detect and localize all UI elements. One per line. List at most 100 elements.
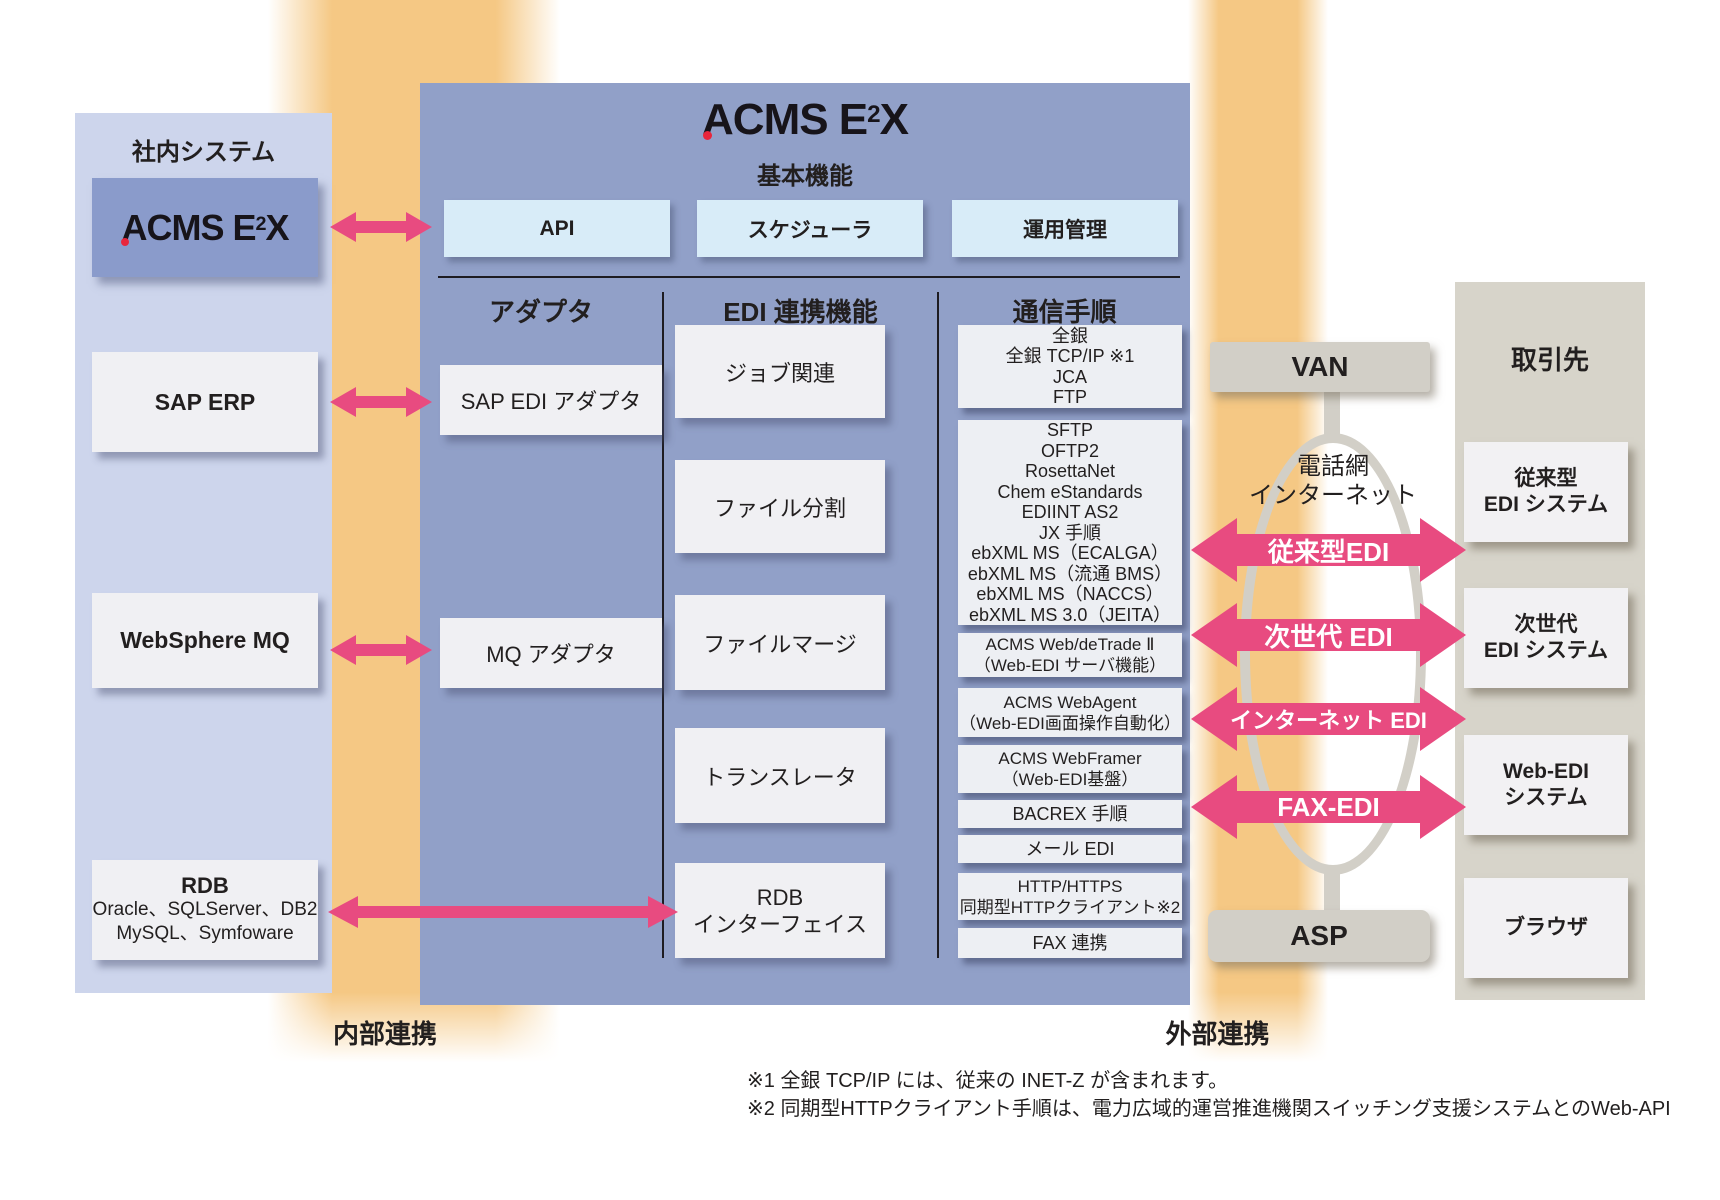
scheduler-label: スケジューラ (747, 218, 873, 242)
mq-link-arrow (330, 635, 432, 665)
external-link-band-fade (1188, 992, 1328, 1062)
rdb-link-arrow (328, 896, 678, 928)
websphere-mq-box: WebSphere MQ (92, 593, 318, 688)
comm-webframer-box: ACMS WebFramer（Web-EDI基盤） (958, 745, 1182, 793)
acms-logo-sup: 2 (255, 212, 266, 235)
acms-client-logo: ACMS E2X (121, 206, 290, 249)
acms-e2x-header: ACMS E2X (420, 95, 1190, 145)
translator-label: トランスレータ (703, 764, 857, 790)
comm-mail-box: メール EDI (958, 835, 1182, 863)
van-box: VAN (1210, 342, 1430, 392)
acms-logo-text2: X (265, 206, 290, 248)
divider-adapter-edi (662, 292, 664, 958)
legacy-edi-arrow-shape (1191, 518, 1466, 582)
divider-horizontal (438, 276, 1180, 278)
fax-edi-arrow: FAX-EDI (1191, 775, 1466, 839)
api-box: API (444, 200, 670, 257)
internet-edi-arrow-label: インターネット EDI (1230, 708, 1427, 733)
acms-link-arrow-shape (330, 212, 432, 242)
footnote-2: ※2 同期型HTTPクライアント手順は、電力広域的運営推進機関スイッチング支援シ… (747, 1098, 1671, 1120)
file-merge-box: ファイルマージ (675, 595, 885, 690)
api-label: API (539, 216, 575, 240)
comm-detrade-box: ACMS Web/deTrade Ⅱ（Web-EDI サーバ機能） (958, 633, 1182, 677)
network-label: 電話網インターネット (1249, 453, 1417, 509)
job-box: ジョブ関連 (675, 325, 885, 418)
acms-e2x-logo-text: ACMS E (702, 95, 868, 144)
footnote-1: ※1 全銀 TCP/IP には、従来の INET-Z が含まれます。 (747, 1070, 1229, 1092)
comm-bacrex-box: BACREX 手順 (958, 800, 1182, 828)
operations-label: 運用管理 (1023, 218, 1107, 242)
comm-webagent-lines: ACMS WebAgent（Web-EDI画面操作自動化） (959, 692, 1181, 733)
file-split-box: ファイル分割 (675, 460, 885, 553)
acms-logo-text: ACMS E (121, 206, 256, 248)
fax-edi-arrow-shape (1191, 775, 1466, 839)
acms-e2x-logo-text2: X (879, 95, 909, 144)
mq-adapter-label: MQ アダプタ (486, 642, 616, 667)
internet-edi-arrow-shape (1191, 687, 1466, 751)
scheduler-box: スケジューラ (697, 200, 923, 257)
file-merge-label: ファイルマージ (703, 631, 857, 657)
job-label: ジョブ関連 (724, 360, 835, 386)
fax-edi-arrow-label: FAX-EDI (1277, 791, 1380, 822)
rdb-title: RDB (181, 873, 229, 898)
external-link-label: 外部連携 (1165, 1019, 1270, 1049)
mq-adapter-box: MQ アダプタ (440, 618, 662, 688)
van-connector (1324, 392, 1340, 440)
sap-erp-label: SAP ERP (154, 388, 256, 415)
acms-e2x-logo: ACMS E2X (702, 95, 909, 145)
comm-section-title: 通信手順 (1012, 297, 1117, 327)
divider-edi-comm (937, 292, 939, 958)
sap-edi-adapter-box: SAP EDI アダプタ (440, 365, 662, 435)
nextgen-edi-arrow-shape (1191, 603, 1466, 667)
legacy-edi-arrow: 従来型EDI (1191, 518, 1466, 582)
asp-label: ASP (1290, 920, 1348, 951)
logo-red-dot (121, 237, 130, 246)
comm-mail-lines: メール EDI (1025, 838, 1115, 859)
edi-section-title: EDI 連携機能 (723, 297, 878, 327)
rdb-link-arrow-shape (328, 896, 678, 928)
nextgen-edi-arrow-label: 次世代 EDI (1264, 621, 1393, 652)
acms-client-box: ACMS E2X (92, 178, 318, 277)
internal-link-label: 内部連携 (332, 1019, 437, 1049)
internal-systems-title: 社内システム (131, 139, 276, 166)
sap-link-arrow (330, 387, 432, 417)
nextgen-edi-arrow: 次世代 EDI (1191, 603, 1466, 667)
asp-connector (1324, 866, 1340, 912)
adapter-section-title: アダプタ (488, 297, 593, 327)
comm-bacrex-lines: BACREX 手順 (1012, 803, 1128, 824)
partners-title: 取引先 (1510, 345, 1589, 375)
file-split-label: ファイル分割 (713, 495, 846, 521)
sap-link-arrow-shape (330, 387, 432, 417)
mq-link-arrow-shape (330, 635, 432, 665)
partner-browser-label: ブラウザ (1504, 916, 1588, 939)
acms-e2x-logo-sup: 2 (867, 100, 880, 128)
websphere-mq-label: WebSphere MQ (120, 627, 290, 653)
sap-edi-adapter-label: SAP EDI アダプタ (460, 389, 642, 414)
operations-box: 運用管理 (952, 200, 1178, 257)
partner-browser-box: ブラウザ (1464, 878, 1628, 978)
comm-webagent-box: ACMS WebAgent（Web-EDI画面操作自動化） (958, 688, 1182, 737)
sap-erp-box: SAP ERP (92, 352, 318, 452)
logo-red-dot-2 (703, 131, 713, 140)
basic-functions-title: 基本機能 (757, 163, 853, 190)
comm-webframer-lines: ACMS WebFramer（Web-EDI基盤） (998, 749, 1142, 789)
van-label: VAN (1291, 351, 1349, 382)
internet-edi-arrow: インターネット EDI (1191, 687, 1466, 751)
